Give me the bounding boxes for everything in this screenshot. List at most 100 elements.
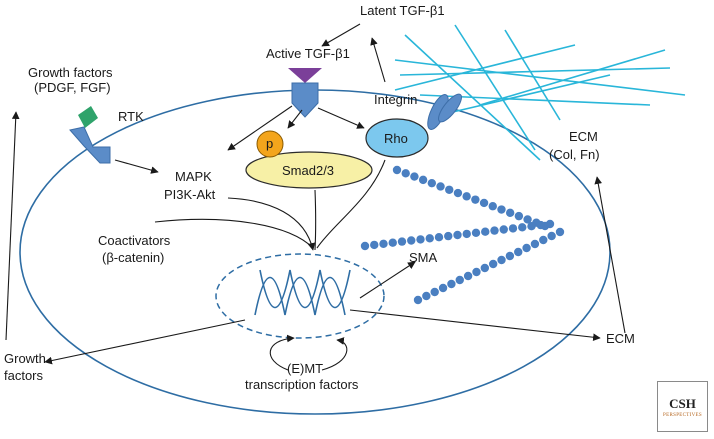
sma-dot — [518, 223, 527, 232]
pdgf-ligand-icon — [78, 106, 98, 128]
sma-dot — [527, 222, 536, 231]
sma-dot — [425, 234, 434, 243]
sma-dot — [413, 295, 423, 305]
sma-dot — [471, 228, 481, 237]
sma-dot — [514, 211, 524, 221]
sma-dot — [536, 220, 545, 230]
sma-dot — [407, 236, 416, 245]
sma-dot — [445, 185, 454, 194]
sma-dot — [434, 233, 444, 242]
sma-dot — [522, 243, 531, 253]
arrow-growth-factors-up — [5, 111, 20, 341]
sma-dot — [422, 291, 431, 301]
sma-dot — [505, 251, 515, 261]
sma-dot — [453, 230, 462, 240]
sma-dot — [379, 239, 388, 248]
label-growth-factors-bottom-1: Growth — [4, 351, 46, 366]
arrow-receptor-to-rho — [317, 107, 365, 129]
logo-subtitle: PERSPECTIVES — [663, 413, 702, 418]
rho-node — [365, 118, 429, 158]
label-coactivators-1: Coactivators — [98, 233, 171, 248]
arrow-rtk-to-mapk — [114, 159, 159, 174]
sma-dot — [444, 231, 453, 241]
label-growth-factors-bottom-2: factors — [4, 368, 44, 383]
label-active-tgf: Active TGF-β1 — [266, 46, 350, 61]
label-ecm-bottom: ECM — [606, 331, 635, 346]
sma-dot — [547, 231, 556, 241]
arrow-mapk-to-nucleus — [227, 197, 316, 251]
label-coactivators-2: (β-catenin) — [102, 250, 164, 265]
label-ecm-top-1: ECM — [569, 129, 598, 144]
sma-dot — [523, 215, 532, 224]
label-pi3k: PI3K-Akt — [164, 187, 216, 202]
sma-dot — [530, 239, 540, 249]
sma-dot — [539, 235, 548, 245]
arrow-nucleus-to-ecm — [349, 309, 601, 342]
label-sma: SMA — [409, 250, 438, 265]
sma-dot — [397, 237, 407, 246]
sma-dot — [388, 238, 397, 247]
sma-dot — [392, 165, 402, 175]
label-rho: Rho — [384, 131, 408, 146]
label-smad: Smad2/3 — [282, 163, 334, 178]
arrow-receptor-to-smad — [287, 109, 303, 129]
label-rtk: RTK — [118, 109, 144, 124]
sma-dot — [462, 229, 471, 239]
sma-dot — [505, 208, 515, 218]
sma-dot — [488, 202, 497, 211]
arrow-coactivators-to-nucleus — [154, 218, 314, 249]
rtk-receptor-icon — [69, 126, 111, 164]
label-emt-1: (E)MT — [287, 361, 323, 376]
sma-dot — [471, 195, 480, 204]
label-growth-factors-top-2: (PDGF, FGF) — [34, 80, 111, 95]
arrow-nucleus-to-growth-factors — [44, 319, 246, 365]
ecm-fibers — [394, 24, 686, 161]
sma-dot — [436, 182, 445, 191]
arrow-emt-right-loop — [321, 337, 348, 371]
arrow-latent-to-active — [321, 23, 361, 47]
label-emt-2: transcription factors — [245, 377, 359, 392]
label-latent-tgf: Latent TGF-β1 — [360, 3, 445, 18]
csh-perspectives-logo: CSH PERSPECTIVES — [657, 381, 708, 432]
dna-helix — [254, 269, 351, 316]
sma-dot — [490, 226, 499, 235]
label-phospho: p — [266, 136, 273, 151]
sma-dot — [514, 247, 523, 257]
label-growth-factors-top-1: Growth factors — [28, 65, 113, 80]
sma-dot — [479, 198, 489, 208]
sma-dot — [497, 205, 506, 214]
sma-dot — [455, 275, 464, 285]
arrow-rho-to-nucleus — [316, 159, 386, 249]
sma-dot — [508, 224, 518, 233]
sma-dot — [462, 192, 471, 201]
sma-dot — [447, 279, 456, 289]
sma-dot — [438, 283, 448, 293]
sma-dot — [416, 235, 425, 244]
sma-dot — [463, 271, 473, 281]
sma-dot — [360, 241, 370, 251]
sma-dot — [427, 178, 437, 188]
sma-dot — [472, 267, 481, 277]
tgf-beta-ligand-icon — [288, 68, 322, 83]
arrow-integrin-to-latent — [370, 37, 386, 83]
sma-dot — [418, 175, 428, 185]
arrow-smad-to-nucleus — [314, 189, 317, 251]
sma-dot — [497, 255, 506, 265]
logo-name: CSH — [669, 396, 696, 411]
sma-dot — [401, 169, 410, 178]
sma-dot — [545, 219, 555, 229]
label-mapk: MAPK — [175, 169, 212, 184]
sma-dot — [499, 225, 508, 234]
phospho-node — [256, 130, 284, 158]
label-integrin: Integrin — [374, 92, 417, 107]
smad-node — [245, 151, 373, 189]
sma-dot — [488, 259, 498, 269]
sma-dot — [481, 227, 490, 236]
arrow-receptor-to-mapk — [227, 105, 293, 151]
sma-dot — [555, 227, 565, 237]
tgf-beta-receptor-icon — [291, 82, 319, 118]
arrow-emt-left-loop — [269, 334, 295, 371]
sma-dot — [430, 287, 439, 297]
sma-filaments — [360, 165, 565, 305]
label-ecm-top-2: (Col, Fn) — [549, 147, 600, 162]
